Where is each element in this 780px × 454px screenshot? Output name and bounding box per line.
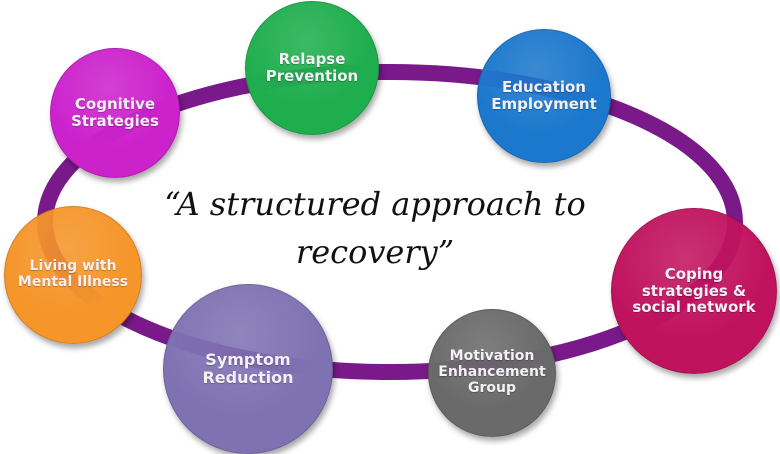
node-cognitive-strategies[interactable]: Cognitive Strategies [50,48,180,178]
quote-line-1: “A structured approach to [164,185,586,223]
node-symptom-reduction[interactable]: Symptom Reduction [163,284,333,454]
node-label: Motivation Enhancement Group [438,348,546,396]
node-label: Education Employment [491,78,597,113]
node-coping-strategies[interactable]: Coping strategies & social network [611,208,777,374]
node-label: Cognitive Strategies [71,95,159,130]
node-label: Coping strategies & social network [632,264,756,317]
node-education-employment[interactable]: Education Employment [477,29,611,163]
central-quote: “A structured approach to recovery” [130,180,620,276]
node-relapse-prevention[interactable]: Relapse Prevention [245,1,379,135]
node-label: Living with Mental Illness [17,258,129,290]
node-motivation-enhancement[interactable]: Motivation Enhancement Group [428,309,556,437]
node-living-with-mental-illness[interactable]: Living with Mental Illness [4,206,142,344]
node-label: Symptom Reduction [202,350,294,387]
quote-line-2: recovery” [295,233,455,271]
node-label: Relapse Prevention [265,50,359,85]
